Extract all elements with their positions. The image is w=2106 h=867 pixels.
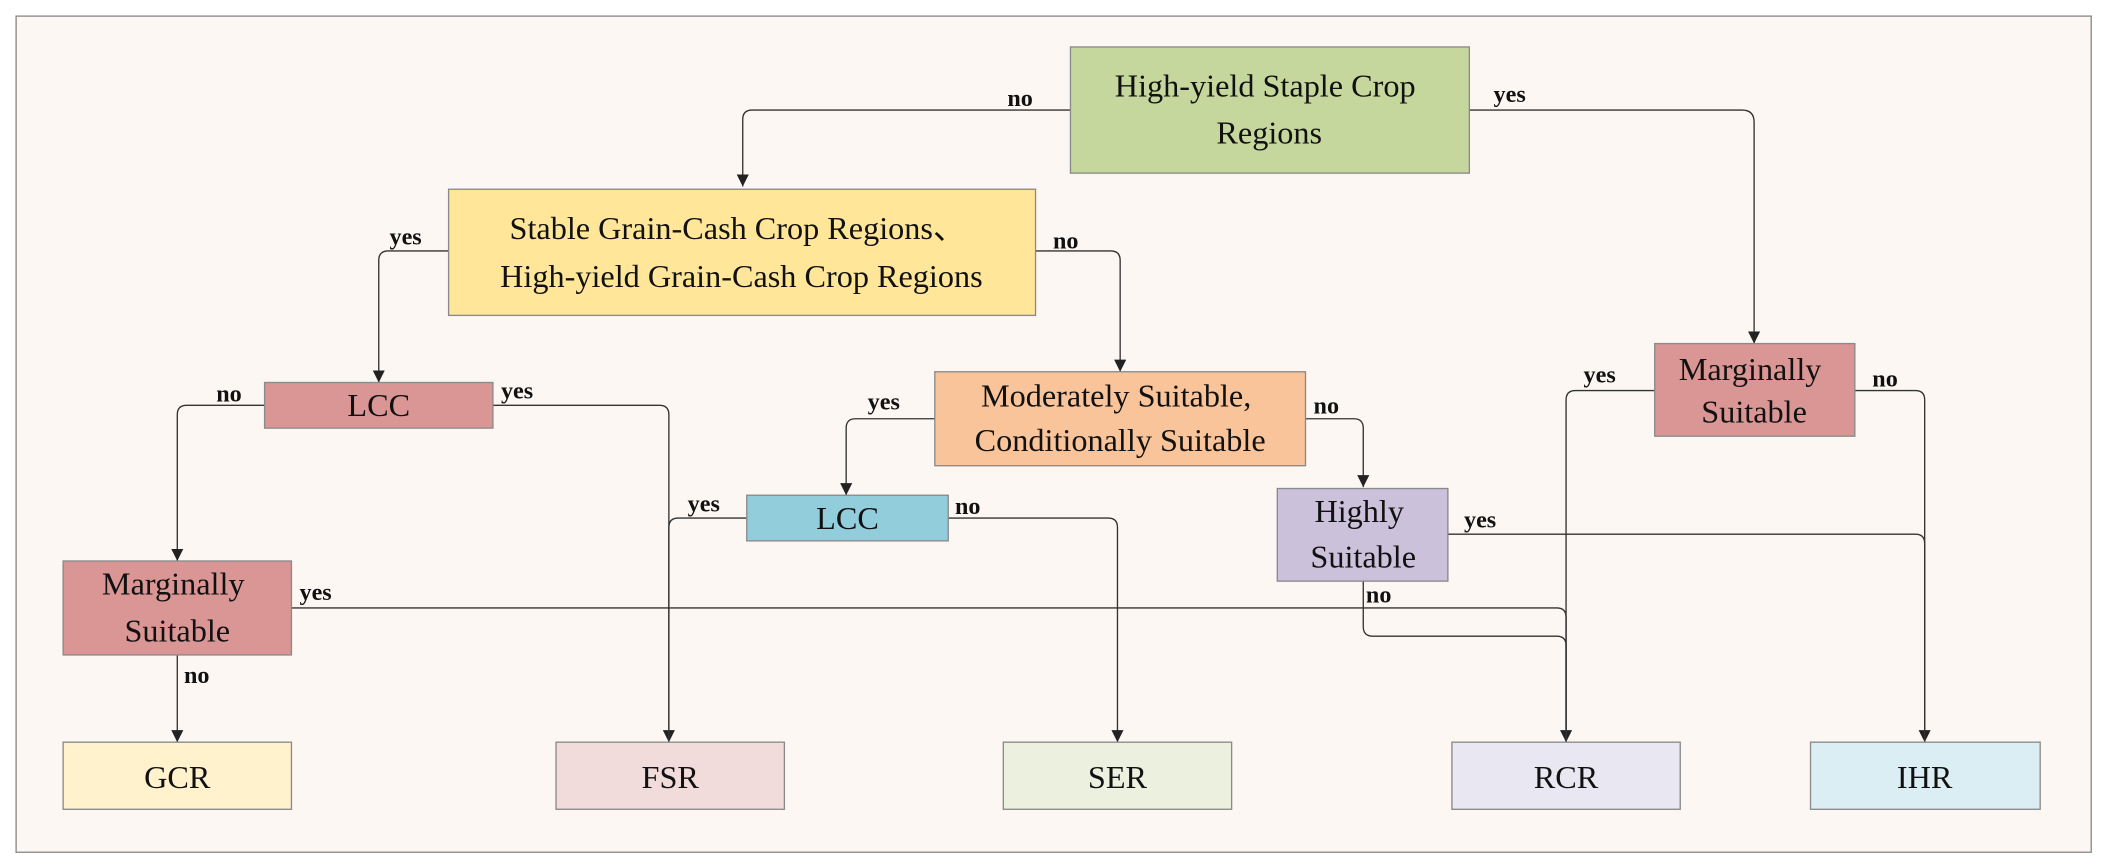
edge-label-lcc1-no: no	[216, 380, 242, 407]
edge-stable-no	[1035, 250, 1127, 372]
svg-text:Stable Grain-Cash Crop Regions: Stable Grain-Cash Crop Regions、 High-yie…	[500, 210, 983, 294]
marginally-suitable-right-box	[1654, 342, 1856, 437]
edge-label-lcc2-yes: yes	[688, 490, 720, 517]
gcr-box	[62, 741, 293, 810]
svg-text:LCC: LCC	[816, 500, 879, 536]
root-node: High-yield Staple Crop Regions	[1069, 46, 1471, 174]
highly-suitable-node: Highly Suitable	[1276, 487, 1449, 582]
ihr-label: IHR	[1897, 759, 1953, 795]
edge-root-yes	[1469, 109, 1761, 344]
edge-label-moderate-yes: yes	[868, 388, 900, 415]
edge-label-root-no: no	[1007, 85, 1033, 112]
edge-moderate-yes	[840, 418, 935, 496]
svg-text:SER: SER	[1088, 759, 1148, 795]
fsr-node: FSR	[555, 741, 786, 810]
edge-label-margright-yes: yes	[1584, 362, 1616, 389]
lcc-middle-label: LCC	[816, 500, 879, 536]
edge-margright-no	[1854, 389, 1931, 743]
marginally-suitable-right-line-1: Marginally	[1679, 351, 1822, 387]
marginally-suitable-right-line-2: Suitable	[1701, 394, 1807, 430]
rcr-box	[1451, 741, 1681, 810]
lcc-left-box	[263, 381, 494, 429]
svg-text:Highly Suitable: Highly Suitable	[1310, 493, 1416, 575]
svg-text:Marginally Suitable: Marginally Suitable	[102, 566, 253, 649]
root-node-line-1: High-yield Staple Crop	[1115, 68, 1416, 104]
lcc-left-label: LCC	[347, 387, 410, 423]
highly-suitable-box	[1276, 487, 1449, 582]
svg-text:GCR: GCR	[144, 759, 211, 795]
edge-label-margleft-yes: yes	[300, 579, 332, 606]
svg-text:High-yield Staple Crop R: High-yield Staple Crop Regions	[1115, 68, 1424, 151]
edge-stable-yes	[372, 250, 449, 383]
marginally-suitable-left-node: Marginally Suitable	[62, 560, 293, 656]
rcr-node: RCR	[1451, 741, 1681, 810]
marginally-suitable-left-line-2: Suitable	[124, 613, 230, 649]
svg-text:FSR: FSR	[642, 759, 700, 795]
ihr-box	[1809, 741, 2041, 810]
moderately-suitable-box	[934, 371, 1307, 467]
edge-lcc2-no	[948, 517, 1124, 743]
svg-text:Marginally Suitable: Marginally Suitable	[1679, 351, 1830, 430]
svg-text:Moderately Suitable, Con: Moderately Suitable, Conditionally Suita…	[975, 378, 1266, 458]
edge-lcc1-no	[171, 404, 265, 561]
highly-suitable-line-2: Suitable	[1310, 539, 1416, 575]
edge-label-stable-yes: yes	[390, 223, 422, 250]
edge-label-stable-no: no	[1053, 227, 1079, 254]
edge-label-margleft-no: no	[184, 662, 210, 689]
edge-lcc1-yes	[492, 404, 675, 743]
edge-label-root-yes: yes	[1494, 81, 1526, 108]
marginally-suitable-right-node: Marginally Suitable	[1654, 342, 1856, 437]
edge-label-lcc2-no: no	[955, 493, 981, 520]
highly-suitable-line-1: Highly	[1314, 493, 1404, 529]
gcr-node: GCR	[62, 741, 293, 810]
edge-label-moderate-no: no	[1314, 392, 1340, 419]
marginally-suitable-left-box	[62, 560, 293, 656]
stable-grain-cash-node: Stable Grain-Cash Crop Regions、 High-yie…	[447, 188, 1037, 317]
edge-label-margright-no: no	[1872, 366, 1898, 393]
svg-text:IHR: IHR	[1897, 759, 1953, 795]
svg-text:RCR: RCR	[1534, 759, 1599, 795]
marginally-suitable-left-line-1: Marginally	[102, 566, 245, 602]
ihr-node: IHR	[1809, 741, 2041, 810]
edge-margleft-yes	[291, 607, 1567, 743]
moderately-suitable-line-1: Moderately Suitable,	[981, 378, 1251, 414]
ser-box	[1002, 741, 1233, 810]
stable-grain-cash-line-1: Stable Grain-Cash Crop Regions、	[510, 210, 966, 246]
stable-grain-cash-box	[447, 188, 1037, 317]
edge-labels: no yes yes no no yes yes no yes no yes n…	[184, 81, 1898, 689]
edges	[171, 109, 1931, 743]
root-node-line-2: Regions	[1216, 115, 1322, 151]
rcr-label: RCR	[1534, 759, 1599, 795]
moderately-suitable-node: Moderately Suitable, Conditionally Suita…	[934, 371, 1307, 467]
edge-label-lcc1-yes: yes	[501, 378, 533, 405]
fsr-box	[555, 741, 786, 810]
edge-label-highly-yes: yes	[1464, 506, 1496, 533]
moderately-suitable-line-2: Conditionally Suitable	[975, 422, 1266, 458]
svg-text:LCC: LCC	[347, 387, 410, 423]
edge-margright-yes	[1560, 389, 1655, 743]
lcc-node-left: LCC	[263, 381, 494, 429]
edge-highly-yes	[1447, 533, 1926, 743]
ser-node: SER	[1002, 741, 1233, 810]
stable-grain-cash-line-2: High-yield Grain-Cash Crop Regions	[500, 258, 983, 294]
lcc-middle-box	[746, 494, 949, 542]
edge-lcc2-yes	[668, 517, 747, 743]
gcr-label: GCR	[144, 759, 211, 795]
ser-label: SER	[1088, 759, 1148, 795]
lcc-node-middle: LCC	[746, 494, 949, 542]
edge-root-no	[736, 109, 1071, 187]
edge-moderate-no	[1305, 418, 1370, 488]
edge-label-highly-no: no	[1366, 582, 1392, 609]
fsr-label: FSR	[642, 759, 700, 795]
root-node-box	[1069, 46, 1471, 174]
